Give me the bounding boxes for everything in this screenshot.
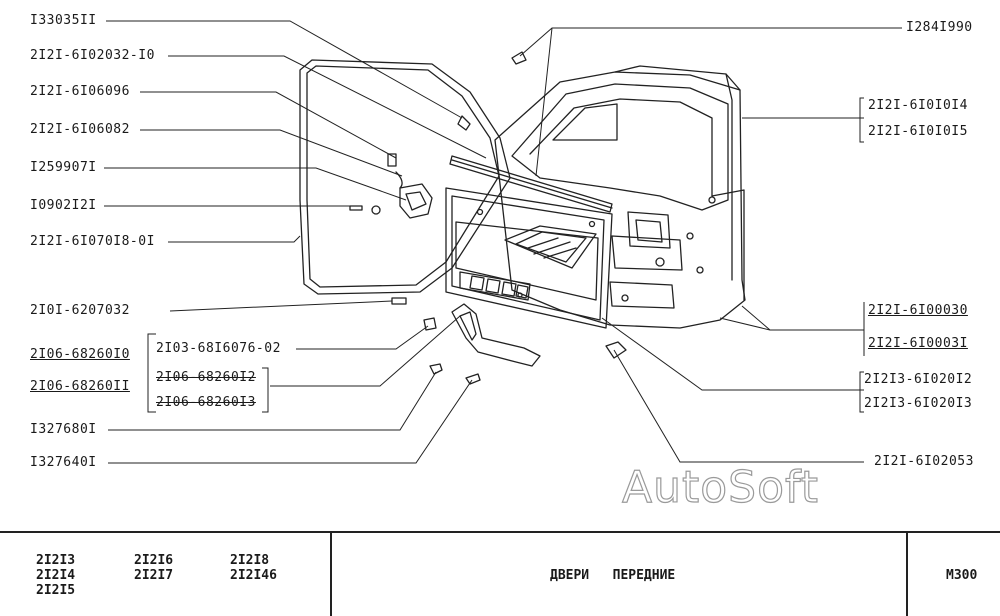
callout-label: I0902I2I [30,198,97,213]
callout-label: 2I03-68I6076-02 [156,341,281,356]
callout-label: 2I2I-6I0003I [868,336,968,351]
door-shell-part [494,65,746,329]
callout-label: 2I2I-6I070I8-0I [30,234,155,249]
callout-label: 2I2I-6I06096 [30,84,130,99]
callout-label: 2I2I3-6I020I3 [864,396,973,411]
door-seal-part [299,59,511,295]
model-code: 2I2I3 [36,553,76,568]
callout-label: 2I2I3-6I020I2 [864,372,973,387]
callout-label: I327640I [30,455,97,470]
callout-label: 2I06-68260II [30,379,130,394]
fastener-parts [391,51,627,385]
window-regulator-part [349,115,471,219]
model-list-3: 2I2I8 2I2I46 [230,553,277,583]
window-strip-part [449,155,613,213]
model-list-1: 2I2I3 2I2I4 2I2I5 [36,553,75,598]
model-code: 2I2I8 [230,553,270,568]
door-trim-panel-part [445,187,613,329]
model-code: 2I2I5 [36,583,76,598]
sheet-number: M300 [946,568,978,583]
callout-label: 2I06-68260I3 [156,395,256,410]
leader-lines [104,20,902,464]
callout-label: 2I2I-6I02053 [874,454,974,469]
model-code: 2I2I46 [230,568,277,583]
model-list-2: 2I2I6 2I2I7 [134,553,173,583]
divider [906,533,908,616]
model-code: 2I2I4 [36,568,76,583]
callout-label: I327680I [30,422,97,437]
callout-label: I259907I [30,160,97,175]
callout-label: 2I2I-6I00030 [868,303,968,318]
watermark: AutoSoft [621,461,819,513]
drawing-title: ДВЕРИ ПЕРЕДНИЕ [550,568,676,583]
callout-label: 2I2I-6I0I0I4 [868,98,968,113]
callout-label: 2I06-68260I0 [30,347,130,362]
armrest-part [451,303,541,367]
callout-label: I33035II [30,13,97,28]
callout-label: 2I2I-6I06082 [30,122,130,137]
callout-label: I284I990 [906,20,973,35]
callout-label: 2I2I-6I02032-I0 [30,48,155,63]
model-code: 2I2I7 [134,568,174,583]
model-code: 2I2I6 [134,553,174,568]
title-block: 2I2I3 2I2I4 2I2I5 2I2I6 2I2I7 2I2I8 2I2I… [0,531,1000,616]
callout-label: 2I0I-6207032 [30,303,130,318]
callout-label: 2I2I-6I0I0I5 [868,124,968,139]
divider [330,533,332,616]
callout-label: 2I06-68260I2 [156,370,256,385]
